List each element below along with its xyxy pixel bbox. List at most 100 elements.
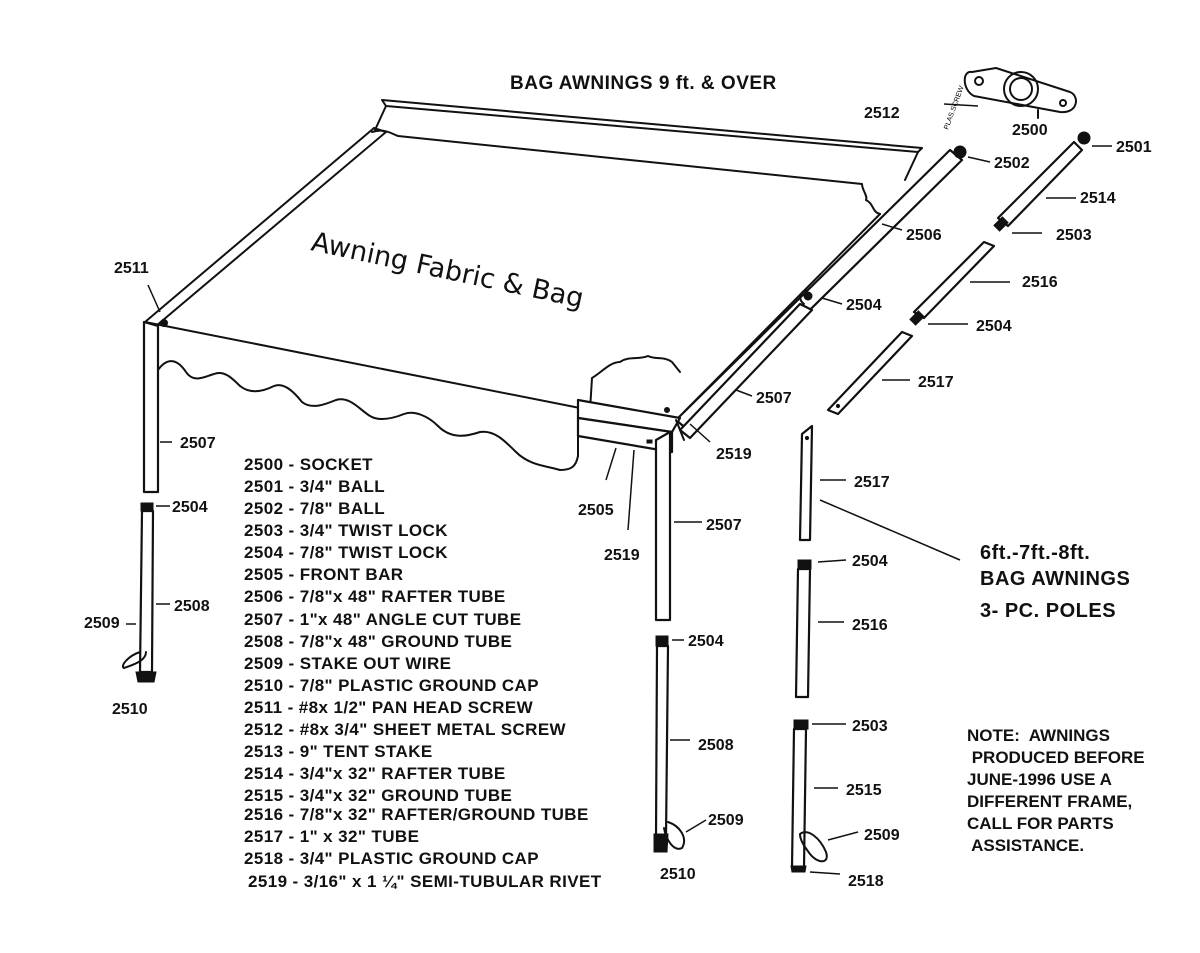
ball-2501 [1077,131,1091,145]
legend-item: 2500 - SOCKET [244,455,373,474]
legend-item: 2506 - 7/8"x 48" RAFTER TUBE [244,587,506,606]
rivet-2519-top [664,407,670,413]
side-label-line: 6ft.-7ft.-8ft. [980,542,1090,564]
note-line: CALL FOR PARTS [967,814,1114,833]
awning-assembly [142,99,964,622]
legend-item: 2505 - FRONT BAR [244,565,403,584]
roller-rail [381,99,923,153]
callout-2512: 2512 [864,105,900,122]
callout-2510-mid: 2510 [660,866,696,883]
note-line: NOTE: AWNINGS [967,726,1110,745]
fabric-label: Awning Fabric & Bag [309,227,587,315]
tube-2517-top [826,330,914,416]
callout-2505: 2505 [578,502,614,519]
legend-item: 2509 - STAKE OUT WIRE [244,654,451,673]
callout-2502: 2502 [994,155,1030,172]
roller-bag-edge [374,105,919,181]
callout-2517-pole: 2517 [854,474,890,491]
ground-tube-2515 [790,727,808,870]
callout-2514: 2514 [1080,190,1116,207]
left-rafter [144,127,387,327]
fabric-front-edge [144,321,591,411]
note-line: JUNE-1996 USE A [967,770,1112,789]
twist-lock-2504-right [909,310,925,326]
legend-item: 2514 - 3/4"x 32" RAFTER TUBE [244,764,506,783]
ground-cap-2510-left [135,671,157,683]
diagram-title: BAG AWNINGS 9 ft. & OVER [510,73,777,94]
mid-ground-pole [653,635,686,853]
legend-item: 2507 - 1"x 48" ANGLE CUT TUBE [244,610,521,629]
ball-2502 [953,145,967,159]
tube-2517-exploded [826,330,914,416]
callout-2501: 2501 [1116,139,1152,156]
callout-2519-side: 2519 [716,446,752,463]
side-label-line: BAG AWNINGS [980,568,1130,590]
side-label-line: 3- PC. POLES [980,600,1116,622]
frame-note: NOTE: AWNINGS PRODUCED BEFORE JUNE-1996 … [967,726,1145,855]
callout-2516-pole: 2516 [852,617,888,634]
callout-2503-top: 2503 [1056,227,1092,244]
callout-2504-left: 2504 [172,499,208,516]
left-ground-pole [122,502,157,683]
tube-2516-pole [794,567,812,699]
legend-item: 2516 - 7/8"x 32" RAFTER/GROUND TUBE [244,805,589,824]
callout-2515: 2515 [846,782,882,799]
pole-2517 [798,424,814,542]
fabric-back-edge [371,129,881,215]
callout-2508-left: 2508 [174,598,210,615]
callout-2509-left: 2509 [84,615,120,632]
legend-item: 2508 - 7/8"x 48" GROUND TUBE [244,632,512,651]
callout-2507-mid: 2507 [706,517,742,534]
note-line: DIFFERENT FRAME, [967,792,1132,811]
legend-item: 2510 - 7/8" PLASTIC GROUND CAP [244,676,539,695]
tube-2516-top [912,240,996,320]
valance-scallop [145,321,579,471]
callout-2506: 2506 [906,227,942,244]
rafter-2506-exploded [953,145,967,159]
callout-2509-mid: 2509 [708,812,744,829]
legend-item: 2513 - 9" TENT STAKE [244,742,433,761]
twist-lock-2504-mid [655,635,669,647]
callout-2504-pole: 2504 [852,553,888,570]
twist-lock-2504-pole [797,559,812,570]
legend-item: 2501 - 3/4" BALL [244,477,385,496]
tube-2516-exploded [909,240,996,326]
legend-item: 2512 - #8x 3/4" SHEET METAL SCREW [244,720,567,739]
callout-2504-right: 2504 [976,318,1012,335]
rafter-2514-exploded [993,131,1091,232]
three-piece-pole [790,424,828,873]
legend-item: 2519 - 3/16" x 1 ¼" SEMI-TUBULAR RIVET [248,872,602,891]
rafter-tube-2514 [996,140,1084,228]
callout-2509-right: 2509 [864,827,900,844]
callout-2503-pole: 2503 [852,718,888,735]
ground-tube-2508-mid [654,644,670,840]
callout-2511: 2511 [114,260,149,277]
legend-item: 2511 - #8x 1/2" PAN HEAD SCREW [244,698,534,717]
twist-lock-2503-pole [793,719,809,730]
rafter-2507 [678,302,814,440]
ground-cap-2518 [790,865,807,873]
callout-2507-rafter: 2507 [756,390,792,407]
callout-2517-top: 2517 [918,374,954,391]
callout-2504-mid: 2504 [688,633,724,650]
note-line: PRODUCED BEFORE [967,748,1145,767]
legend-item: 2502 - 7/8" BALL [244,499,385,518]
legend-item: 2503 - 3/4" TWIST LOCK [244,521,448,540]
legend-item: 2518 - 3/4" PLASTIC GROUND CAP [244,849,539,868]
callout-2518: 2518 [848,873,884,890]
ground-tube-2508-left [138,509,155,674]
twist-lock-2503-top [993,216,1009,232]
callout-2500: 2500 [1012,122,1048,139]
fabric-torn-edge [589,355,681,411]
callout-2507-left: 2507 [180,435,216,452]
screw-2511 [160,319,168,327]
stake-wire-2509-left [122,651,147,669]
socket-2500 [963,67,1077,119]
legend-item: 2517 - 1" x 32" TUBE [244,827,419,846]
callout-2510-left: 2510 [112,701,148,718]
rivet-2519-front [646,439,653,444]
screw-2512-glyph: PLAS.SCREW [943,85,965,131]
legend-item: 2504 - 7/8" TWIST LOCK [244,543,448,562]
left-pole-2507 [142,320,160,494]
